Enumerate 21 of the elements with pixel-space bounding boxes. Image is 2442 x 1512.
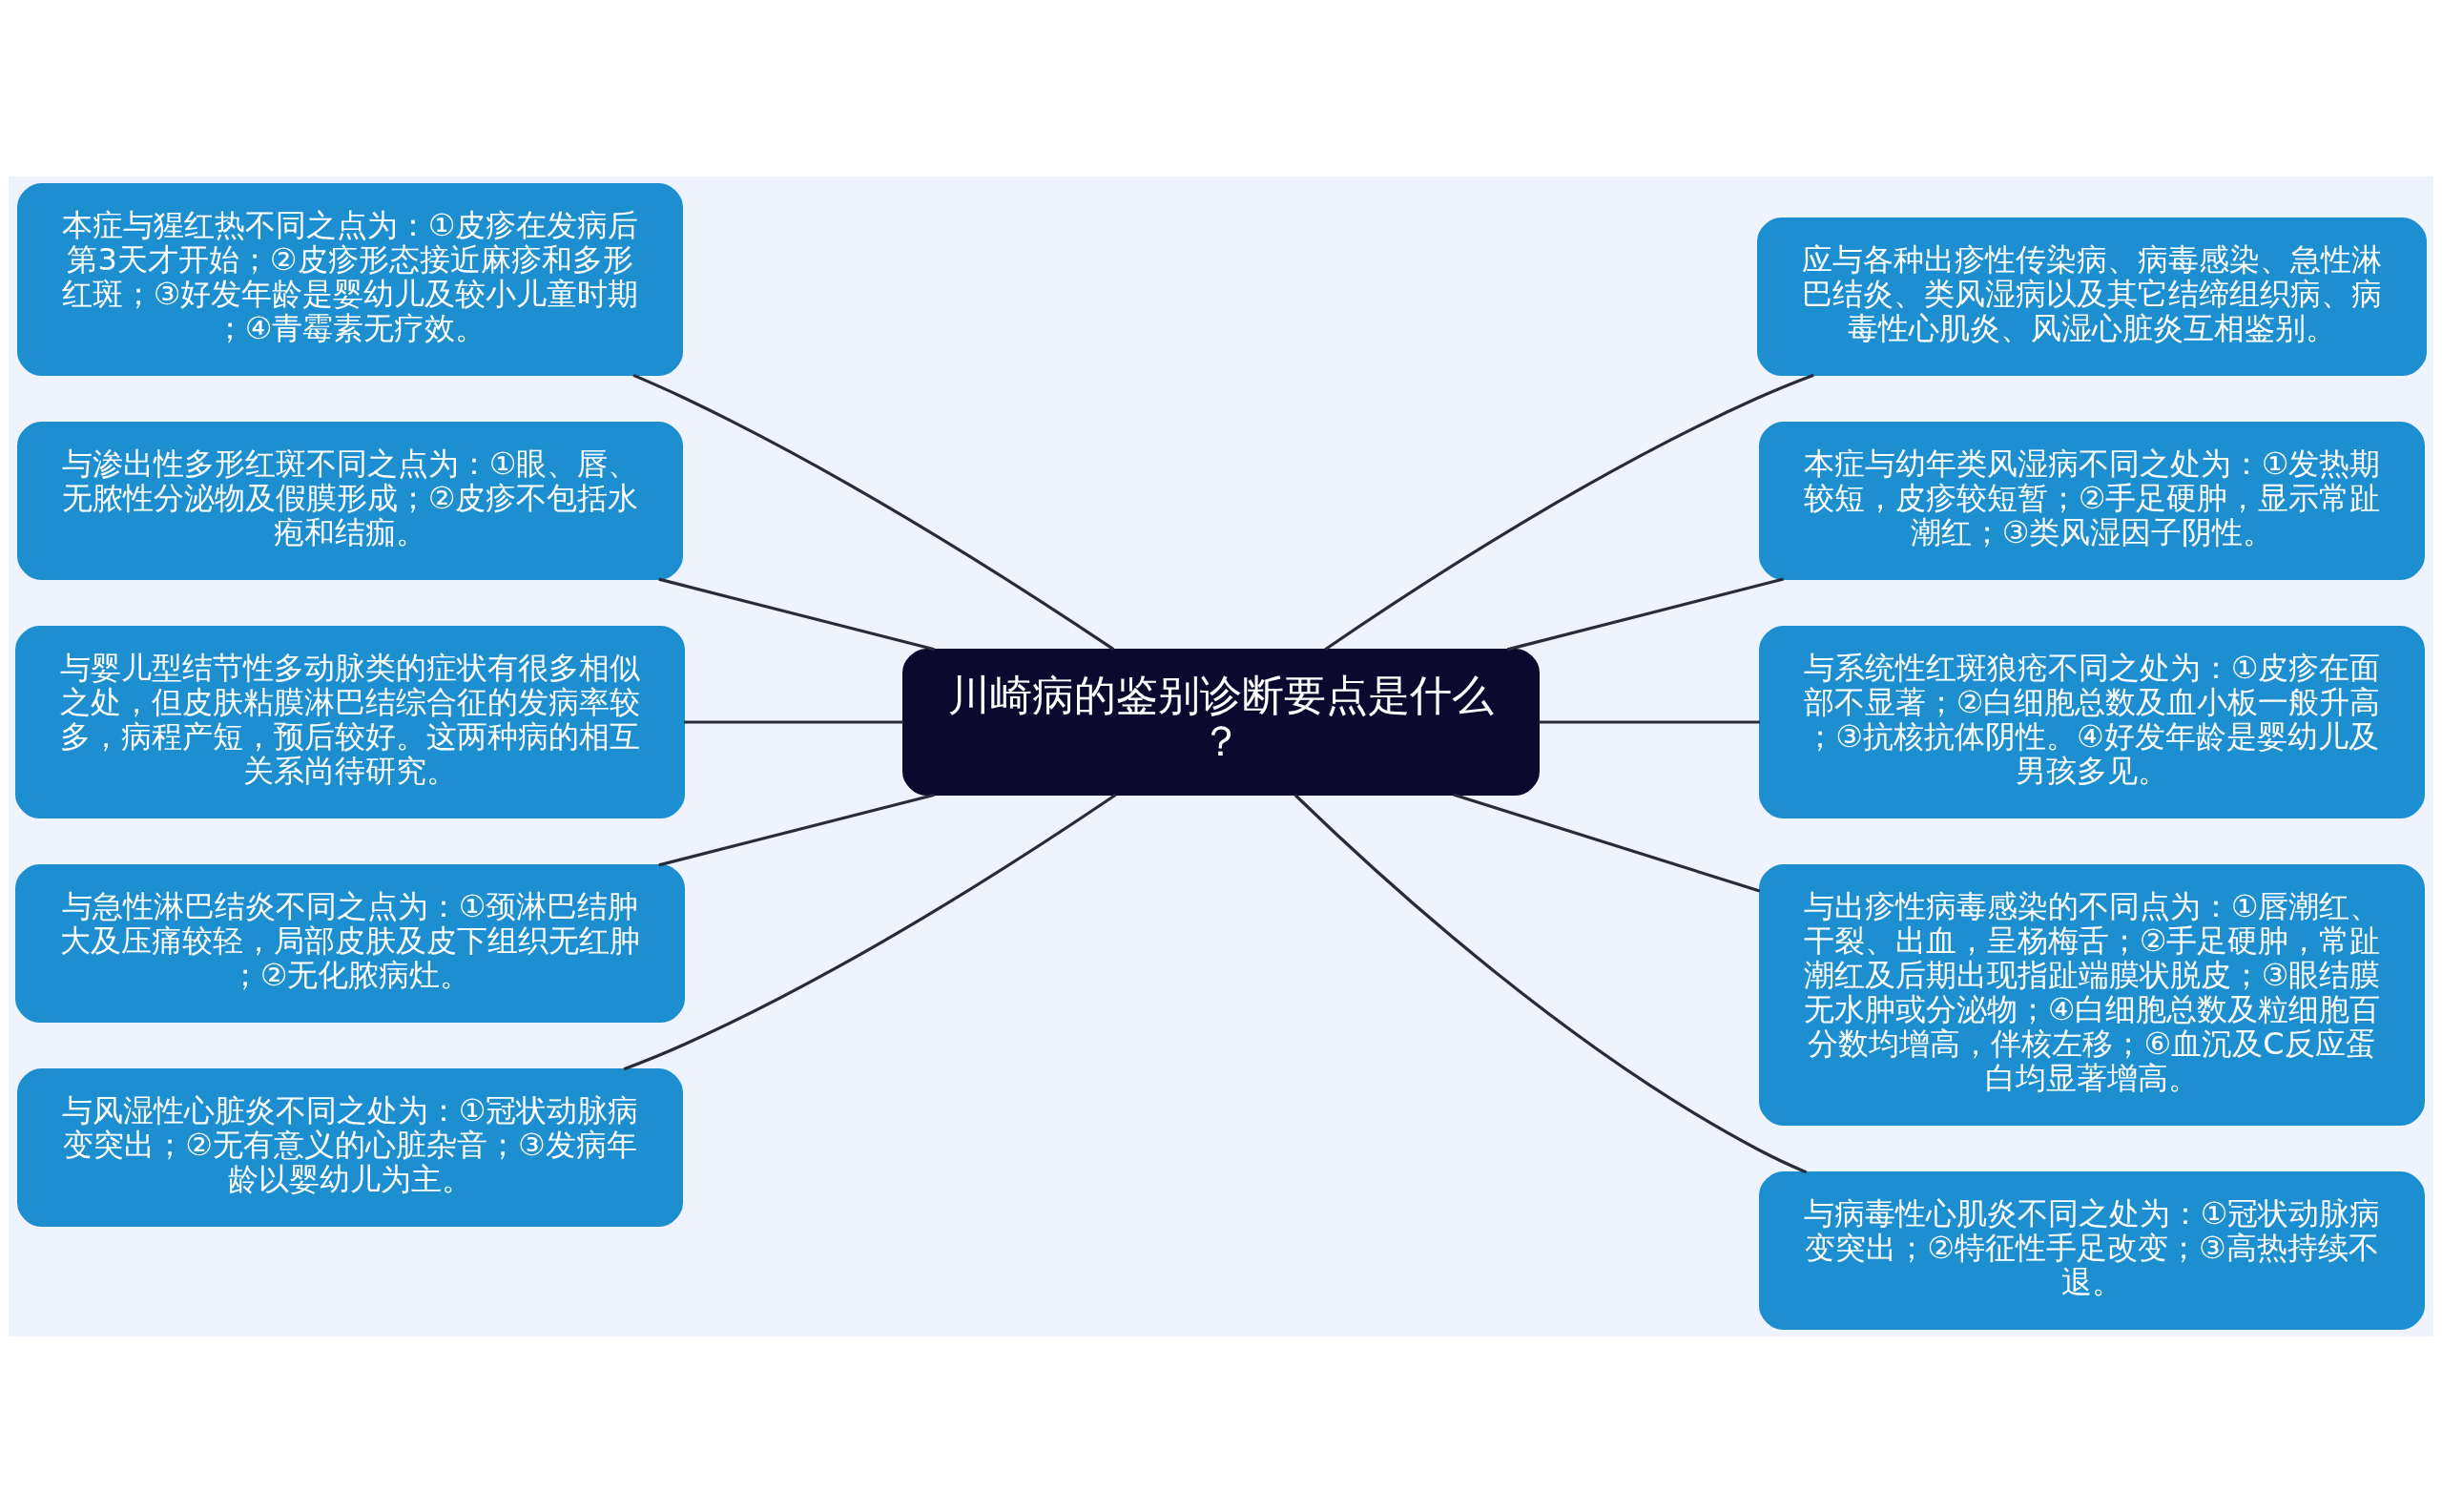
connector: [684, 719, 903, 724]
node-box: 与渗出性多形红斑不同之点为：①眼、唇、无脓性分泌物及假膜形成；②皮疹不包括水疱和结痂。: [17, 421, 683, 580]
node-box: 与婴儿型结节性多动脉类的症状有很多相似之处，但皮肤粘膜淋巴结综合征的发病率较多，病程产短，预后较好。这两种病的相互关系尚待研究。: [15, 625, 685, 818]
node-box: 与系统性红斑狼疮不同之处为：①皮疹在面部不显著；②白细胞总数及血小板一般升高；③抗核抗体阴性。④好发年龄是婴幼儿及男孩多见。: [1759, 625, 2425, 818]
node-box: 与出疹性病毒感染的不同点为：①唇潮红、干裂、出血，呈杨梅舌；②手足硬肿，常趾潮红及后期出现指趾端膜状脱皮；③眼结膜无水肿或分泌物；④白细胞总数及粒细胞百分数均增高，伴核左移；⑥血沉及C反应蛋白均显著增高。: [1759, 863, 2425, 1126]
connector: [1293, 793, 1808, 1173]
node-box: 应与各种出疹性传染病、病毒感染、急性淋巴结炎、类风湿病以及其它结缔组织病、病毒性心肌炎、风湿心脏炎互相鉴别。: [1757, 217, 2427, 376]
connector: [658, 577, 935, 651]
node-box: 与病毒性心肌炎不同之处为：①冠状动脉病变突出；②特征性手足改变；③高热持续不退。: [1759, 1170, 2425, 1330]
connector: [1453, 793, 1761, 893]
node-box: 与风湿性心脏炎不同之处为：①冠状动脉病变突出；②无有意义的心脏杂音；③发病年龄以婴幼儿为主。: [17, 1067, 683, 1227]
node-box: 川崎病的鉴别诊断要点是什么？: [902, 648, 1540, 796]
connector: [1324, 373, 1814, 651]
node-box: 本症与猩红热不同之点为：①皮疹在发病后第3天才开始；②皮疹形态接近麻疹和多形红斑；③好发年龄是婴幼儿及较小儿童时期；④青霉素无疗效。: [17, 182, 683, 376]
connector: [1539, 719, 1760, 724]
node-box: 本症与幼年类风湿病不同之处为：①发热期较短，皮疹较短暂；②手足硬肿，显示常趾潮红；③类风湿因子阴性。: [1759, 421, 2425, 580]
connector: [632, 373, 1115, 651]
connector: [623, 793, 1117, 1070]
connector: [658, 793, 935, 866]
node-box: 与急性淋巴结炎不同之点为：①颈淋巴结肿大及压痛较轻，局部皮肤及皮下组织无红肿；②无化脓病灶。: [15, 863, 685, 1023]
connector: [1506, 577, 1784, 651]
